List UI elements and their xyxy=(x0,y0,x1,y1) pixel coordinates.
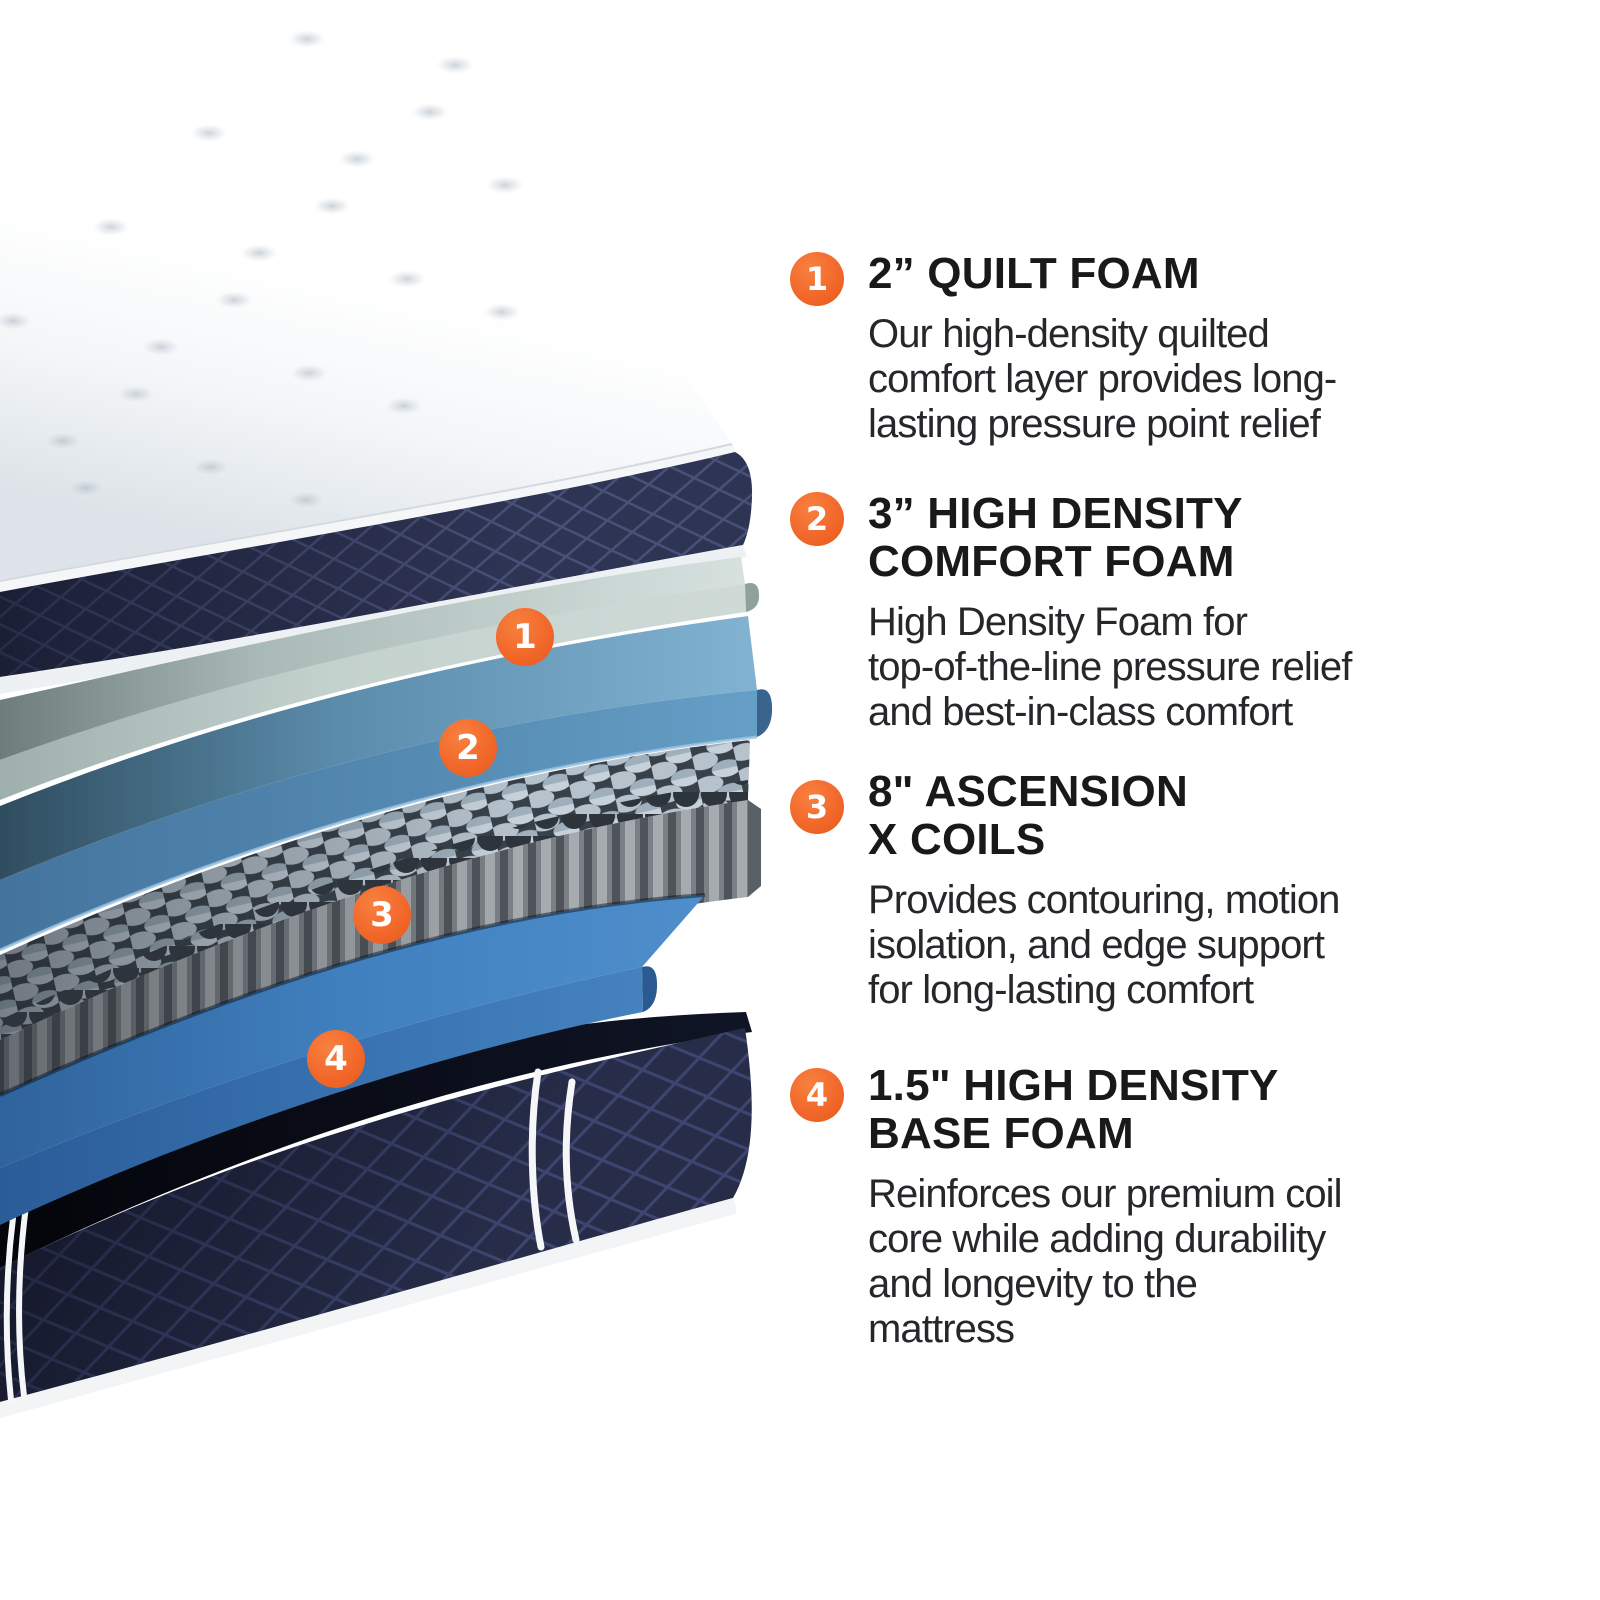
section-body-1: Our high-density quilted comfort layer p… xyxy=(868,312,1337,446)
mattress-cutaway-illustration xyxy=(0,0,773,1418)
comfort-foam-front xyxy=(0,690,757,950)
section-quilt-foam: 1 2” QUILT FOAM Our high-density quilted… xyxy=(790,249,1337,447)
section-body-3: Provides contouring, motion isolation, a… xyxy=(868,878,1340,1012)
section-marker-3: 3 xyxy=(790,780,844,834)
cover-top-surface xyxy=(0,0,735,592)
comfort-foam-side xyxy=(757,689,773,737)
image-marker-4: 4 xyxy=(307,1030,365,1088)
image-marker-2-label: 2 xyxy=(456,728,480,768)
section-coils: 3 8" ASCENSION X COILS Provides contouri… xyxy=(790,768,1340,1013)
section-heading-1: 2” QUILT FOAM xyxy=(868,249,1200,298)
section-comfort-foam-text: 3” HIGH DENSITY COMFORT FOAM High Densit… xyxy=(868,489,1352,735)
section-heading-2: 3” HIGH DENSITY COMFORT FOAM xyxy=(868,489,1243,586)
section-body-2: High Density Foam for top-of-the-line pr… xyxy=(868,600,1352,734)
base-corner-piping xyxy=(3,1068,580,1403)
section-base-foam: 4 1.5" HIGH DENSITY BASE FOAM Reinforces… xyxy=(790,1061,1343,1352)
section-heading-4: 1.5" HIGH DENSITY BASE FOAM xyxy=(868,1061,1279,1158)
section-base-foam-text: 1.5" HIGH DENSITY BASE FOAM Reinforces o… xyxy=(868,1061,1343,1352)
cover-border-shading xyxy=(0,452,753,677)
section-heading-3: 8" ASCENSION X COILS xyxy=(868,767,1188,864)
section-quilt-foam-text: 2” QUILT FOAM Our high-density quilted c… xyxy=(868,249,1337,447)
quilt-foam-side xyxy=(745,582,760,612)
base-front-shading xyxy=(0,1028,752,1402)
comfort-foam-layer xyxy=(0,616,773,952)
image-marker-3: 3 xyxy=(353,886,411,944)
image-marker-3-label: 3 xyxy=(370,895,394,935)
base-foam-side xyxy=(642,966,658,1012)
base-foam-back-shadow xyxy=(0,893,706,1097)
cover-top-piping xyxy=(0,443,735,592)
cover-piping-hairline xyxy=(0,443,733,582)
section-marker-4: 4 xyxy=(790,1068,844,1122)
comfort-foam-top xyxy=(0,616,757,880)
section-comfort-foam: 2 3” HIGH DENSITY COMFORT FOAM High Dens… xyxy=(790,489,1352,735)
quilt-foam-top xyxy=(0,557,745,760)
image-marker-2: 2 xyxy=(439,719,497,777)
image-marker-4-label: 4 xyxy=(324,1039,348,1079)
quilt-foam-layer xyxy=(0,557,760,800)
coil-tops-shading xyxy=(0,740,750,1040)
comfort-foam-bottom-rim xyxy=(0,735,758,952)
quilt-foam-front xyxy=(0,584,746,800)
base-foam-layer xyxy=(0,893,706,1225)
image-marker-1: 1 xyxy=(496,608,554,666)
image-marker-1-label: 1 xyxy=(513,617,537,657)
base-foam-front xyxy=(0,967,643,1225)
section-coils-text: 8" ASCENSION X COILS Provides contouring… xyxy=(868,768,1340,1013)
base-foam-top xyxy=(0,895,705,1168)
section-marker-1: 1 xyxy=(790,252,844,306)
coil-side-edge xyxy=(748,800,761,897)
coil-column-caps xyxy=(0,780,748,1040)
section-marker-2: 2 xyxy=(790,492,844,546)
section-body-4: Reinforces our premium coil core while a… xyxy=(868,1172,1343,1351)
base-bottom-piping xyxy=(0,1198,737,1418)
